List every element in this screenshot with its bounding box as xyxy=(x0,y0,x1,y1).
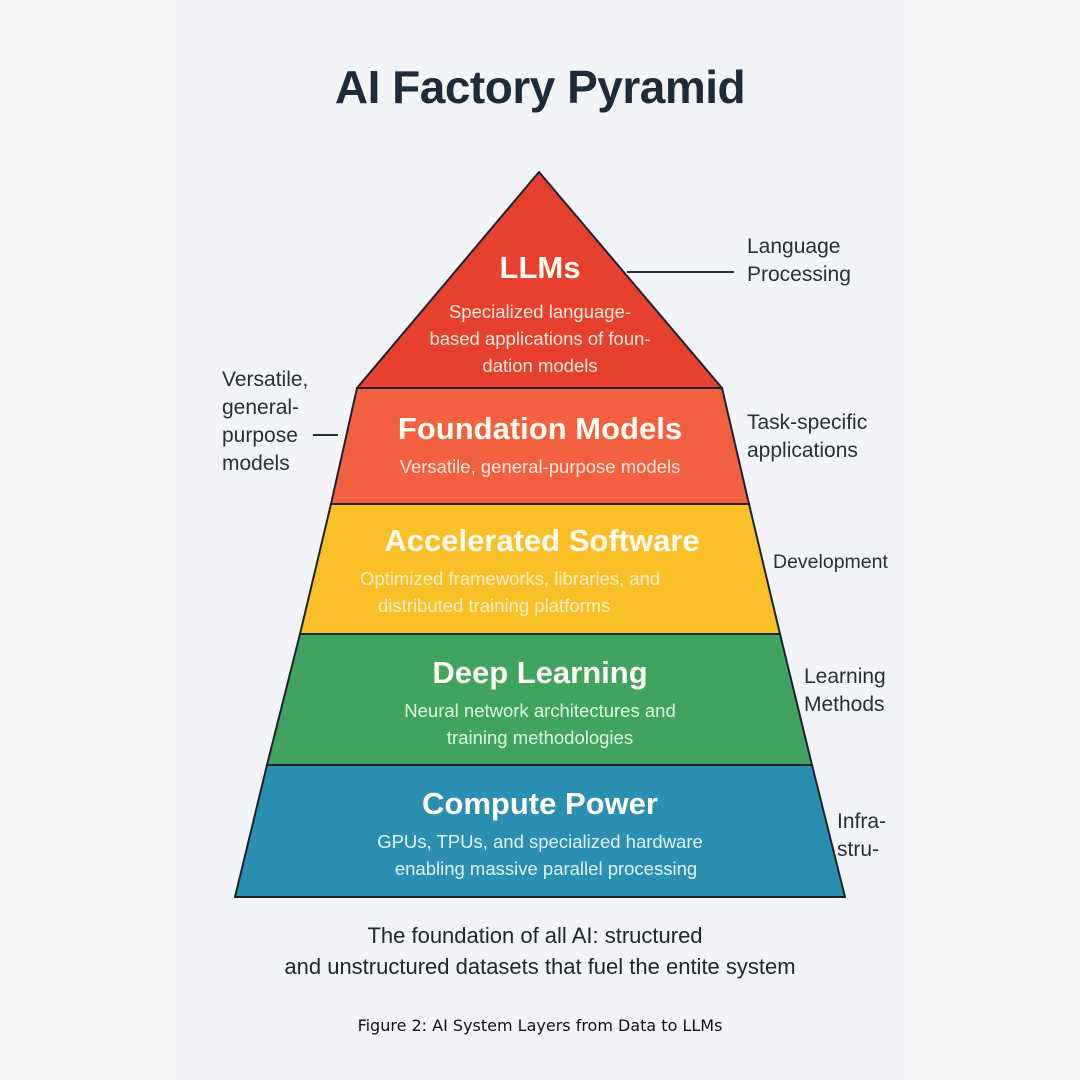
layer-llms: LLMs Specialized language- based applica… xyxy=(380,250,700,379)
layer-deep-learning: Deep Learning Neural network architectur… xyxy=(300,655,780,751)
side-label-development: Development xyxy=(773,551,888,573)
footer-text: The foundation of all AI: structured and… xyxy=(284,923,796,979)
layer-description: Optimized frameworks, libraries, and dis… xyxy=(360,568,661,616)
layer-description: Versatile, general-purpose models xyxy=(399,456,681,477)
layer-accelerated-software: Accelerated Software Optimized framework… xyxy=(320,523,760,619)
layer-compute-power: Compute Power GPUs, TPUs, and specialize… xyxy=(280,786,800,882)
side-label-versatile: Versatile, general- purpose models xyxy=(222,368,309,475)
figure-caption: Figure 2: AI System Layers from Data to … xyxy=(357,1016,723,1035)
side-label-task-specific: Task-specific applications xyxy=(747,411,868,462)
layer-title: Compute Power xyxy=(422,786,658,821)
diagram-title: AI Factory Pyramid xyxy=(334,61,746,113)
layer-title: Deep Learning xyxy=(432,655,648,690)
layer-foundation-models: Foundation Models Versatile, general-pur… xyxy=(340,411,740,480)
layer-title: Accelerated Software xyxy=(384,523,700,558)
side-label-language-processing: Language Processing xyxy=(747,235,851,286)
layer-title: LLMs xyxy=(499,250,581,285)
side-label-infrastructure: Infra- stru- xyxy=(837,810,887,861)
leader-line-versatile xyxy=(313,434,338,436)
layer-shape-compute-power xyxy=(233,764,847,898)
layer-description: GPUs, TPUs, and specialized hardware ena… xyxy=(377,831,703,879)
side-label-learning-methods: Learning Methods xyxy=(804,665,886,716)
layer-description: Neural network architectures and trainin… xyxy=(404,700,676,748)
layer-title: Foundation Models xyxy=(397,411,683,446)
layer-description: Specialized language- based applications… xyxy=(429,301,651,376)
leader-line-language xyxy=(627,271,734,273)
